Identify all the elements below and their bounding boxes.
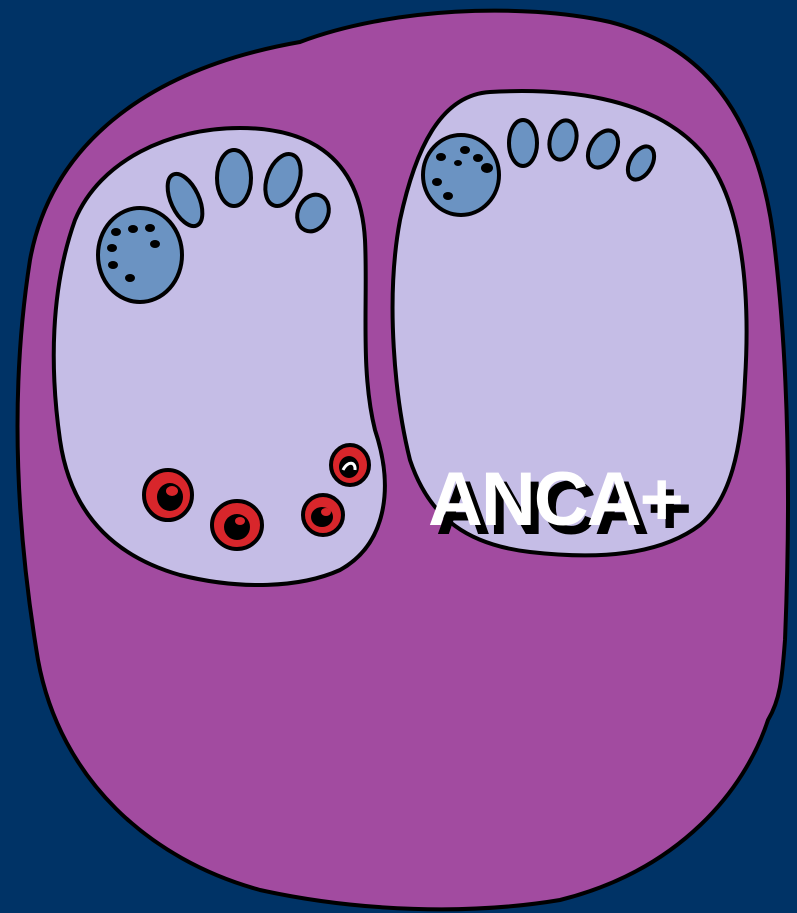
anca-label-text: ANCA+	[428, 462, 682, 538]
anca-label: ANCA+ ANCA+	[428, 462, 748, 562]
red-cell	[212, 501, 262, 549]
red-cell	[331, 445, 369, 485]
red-cell	[144, 470, 192, 520]
right-large-blue-cell	[423, 135, 499, 215]
red-cell	[303, 495, 343, 535]
left-large-blue-cell	[98, 208, 182, 302]
